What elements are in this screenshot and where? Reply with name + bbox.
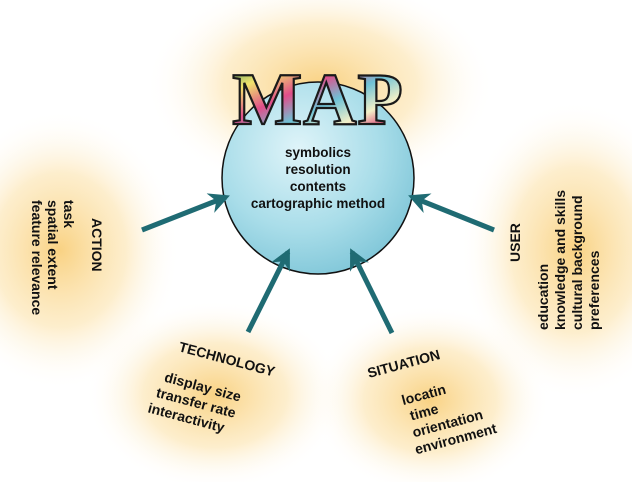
core-item: contents [290,179,346,194]
arrow-icon [408,193,495,233]
map-title: MAP [232,59,404,141]
user-items: education knowledge and skills cultural … [535,190,602,330]
user-group: USER [507,223,523,262]
user-glow [460,100,632,400]
action-group: ACTION [89,218,105,272]
arrow-icon [349,248,395,335]
user-title: USER [507,223,523,262]
user-item: knowledge and skills [552,190,568,330]
situation-item: time [408,400,440,423]
core-item: symbolics [285,145,351,160]
user-item: education [535,264,551,330]
arrow-icon [141,193,230,233]
map-circle [221,81,415,275]
action-item: task [61,200,77,228]
action-items: task spatial extent feature relevance [29,200,77,315]
technology-glow [85,300,345,482]
action-glow [0,110,180,390]
core-item: resolution [285,162,350,177]
action-item: spatial extent [45,200,61,290]
user-item: preferences [586,250,602,330]
user-item: cultural background [569,195,585,330]
arrow-icon [245,248,291,334]
core-item: cartographic method [251,196,385,211]
action-item: feature relevance [29,200,45,315]
action-title: ACTION [89,218,105,272]
